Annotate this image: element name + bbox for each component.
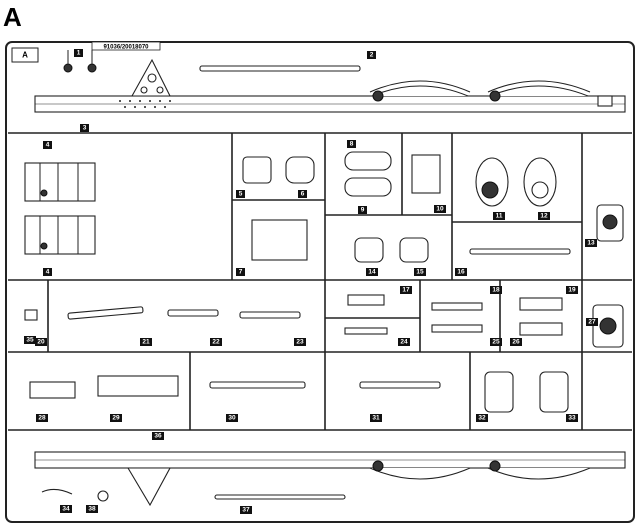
- block-35: [24, 309, 38, 321]
- knob-38: [97, 490, 109, 502]
- bracket-34: [41, 488, 73, 495]
- bracket-17: [347, 294, 385, 306]
- tank-33: [539, 371, 569, 413]
- rod-23: [239, 311, 301, 319]
- tank-32: [484, 371, 514, 413]
- label-17: 17: [402, 287, 410, 294]
- rod-2: [199, 65, 361, 72]
- part-code: 91036/20018070: [103, 45, 149, 51]
- rod-30: [209, 381, 306, 389]
- label-16: 16: [457, 269, 465, 276]
- plate-19: [519, 297, 563, 311]
- rod-37: [214, 494, 346, 500]
- tank-5: [242, 156, 272, 184]
- rod-22: [167, 309, 219, 317]
- part-code-box: [91, 41, 161, 51]
- label-30: 30: [228, 415, 236, 422]
- tank-14: [354, 237, 384, 263]
- label-6: 6: [301, 191, 305, 198]
- label-12: 12: [540, 213, 548, 220]
- crossmember-29: [97, 375, 179, 397]
- plate-26: [519, 322, 563, 336]
- label-3: 3: [83, 125, 87, 132]
- label-14: 14: [368, 269, 376, 276]
- label-34: 34: [62, 506, 70, 513]
- leaf-spring-bottom-1: [369, 467, 471, 480]
- bar-25: [431, 324, 483, 333]
- label-25: 25: [492, 339, 500, 346]
- label-31: 31: [372, 415, 380, 422]
- label-13: 13: [587, 240, 595, 247]
- tank-8: [344, 151, 392, 171]
- label-36: 36: [154, 433, 162, 440]
- label-1: 1: [77, 50, 81, 57]
- label-35: 35: [26, 337, 34, 344]
- part-labels: 1 2 3 4 4 5 6 7 8 9 10 11 12 13 14 15 16…: [24, 49, 598, 514]
- tank-15: [399, 237, 429, 263]
- label-18: 18: [492, 287, 500, 294]
- label-20: 20: [37, 339, 45, 346]
- label-23: 23: [296, 339, 304, 346]
- box-7: [251, 219, 308, 261]
- label-5: 5: [239, 191, 243, 198]
- label-4a: 4: [46, 142, 50, 149]
- label-10: 10: [436, 206, 444, 213]
- label-2: 2: [370, 52, 374, 59]
- box-10: [411, 154, 441, 194]
- bar-18: [431, 302, 483, 311]
- rod-31: [359, 381, 441, 389]
- gusset-bottom: [127, 467, 171, 507]
- label-26: 26: [512, 339, 520, 346]
- tank-9: [344, 177, 392, 197]
- label-19: 19: [568, 287, 576, 294]
- label-32: 32: [478, 415, 486, 422]
- label-4b: 4: [46, 269, 50, 276]
- rod-21: [67, 306, 144, 320]
- label-29: 29: [112, 415, 120, 422]
- label-28: 28: [38, 415, 46, 422]
- sprue-frame: [5, 41, 635, 523]
- label-27: 27: [588, 319, 596, 326]
- frame-4-top: [24, 162, 96, 202]
- label-11: 11: [496, 213, 503, 220]
- corner-tag-box: [11, 47, 39, 63]
- label-37: 37: [242, 507, 250, 514]
- label-21: 21: [142, 339, 150, 346]
- frame-4-bottom: [24, 215, 96, 255]
- bracket-24: [344, 327, 388, 335]
- label-33: 33: [568, 415, 576, 422]
- corner-tag: A: [22, 51, 28, 60]
- sprue-title: A: [3, 2, 22, 32]
- label-22: 22: [212, 339, 220, 346]
- label-8: 8: [350, 141, 354, 148]
- leaf-spring-bottom-2: [487, 467, 591, 480]
- bracket-28: [29, 381, 76, 399]
- label-38: 38: [88, 506, 96, 513]
- label-9: 9: [361, 207, 365, 214]
- shaft-16: [469, 248, 571, 255]
- label-24: 24: [400, 339, 408, 346]
- label-15: 15: [416, 269, 424, 276]
- label-7: 7: [239, 269, 243, 276]
- tank-6: [285, 156, 315, 184]
